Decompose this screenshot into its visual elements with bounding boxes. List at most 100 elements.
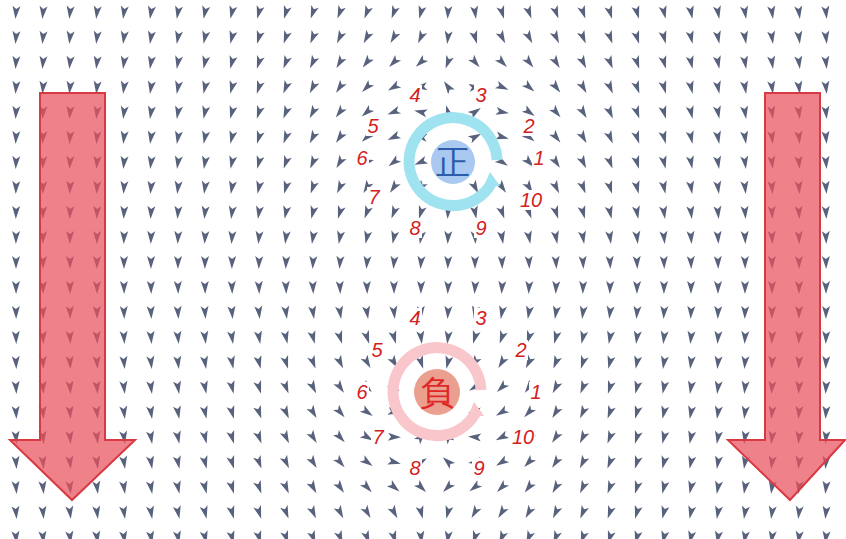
field-arrow — [552, 281, 561, 294]
field-arrow — [146, 405, 156, 419]
field-arrow — [200, 30, 211, 44]
field-arrow — [524, 305, 534, 319]
field-arrow — [12, 156, 21, 169]
field-arrow — [604, 405, 616, 420]
field-arrow — [334, 205, 346, 220]
field-arrow — [119, 530, 129, 539]
field-arrow — [253, 155, 264, 170]
field-arrow — [307, 480, 320, 495]
field-arrow — [227, 405, 238, 420]
field-arrow — [443, 531, 453, 539]
field-arrow — [173, 55, 183, 69]
field-arrow — [549, 380, 562, 395]
field-arrow — [333, 430, 348, 445]
field-arrow — [631, 455, 643, 470]
field-arrow — [498, 281, 507, 295]
position-number: 8 — [408, 458, 421, 478]
field-arrow — [523, 5, 535, 20]
field-arrow — [740, 356, 749, 370]
field-arrow — [713, 430, 723, 444]
field-arrow — [631, 480, 642, 495]
field-arrow — [389, 230, 400, 244]
field-arrow — [65, 531, 74, 539]
field-arrow — [119, 156, 128, 170]
field-arrow — [200, 405, 211, 419]
field-arrow — [577, 80, 590, 95]
field-arrow — [11, 56, 20, 70]
field-arrow — [201, 306, 210, 320]
field-arrow — [119, 81, 129, 95]
position-number: 7 — [371, 427, 384, 447]
field-arrow — [307, 30, 319, 45]
field-arrow — [334, 505, 347, 520]
field-arrow — [821, 31, 830, 45]
field-arrow — [741, 281, 749, 294]
field-arrow — [173, 130, 183, 144]
field-arrow — [12, 481, 21, 495]
field-arrow — [687, 231, 696, 245]
field-arrow — [12, 181, 20, 194]
field-arrow — [631, 80, 643, 95]
field-arrow — [334, 355, 347, 370]
field-arrow — [604, 455, 616, 470]
field-arrow — [740, 505, 750, 519]
field-arrow — [416, 331, 426, 345]
field-arrow — [253, 430, 265, 445]
field-arrow — [414, 30, 427, 45]
field-arrow — [253, 505, 265, 520]
field-arrow — [119, 56, 129, 70]
field-arrow — [200, 380, 210, 394]
field-arrow — [495, 505, 509, 520]
position-number: 3 — [474, 308, 487, 328]
field-arrow — [549, 130, 563, 145]
field-arrow — [388, 5, 400, 20]
field-arrow — [227, 155, 238, 169]
field-arrow — [631, 430, 642, 445]
field-arrow — [280, 30, 292, 45]
field-arrow — [307, 355, 319, 370]
field-arrow — [282, 281, 291, 294]
field-arrow — [226, 80, 237, 95]
field-arrow — [309, 256, 318, 269]
position-number: 8 — [408, 218, 421, 238]
field-arrow — [631, 405, 642, 420]
field-arrow — [413, 107, 427, 118]
field-arrow — [335, 230, 345, 244]
field-arrow — [470, 5, 480, 19]
field-arrow — [552, 256, 561, 270]
field-arrow — [822, 256, 830, 269]
field-arrow — [227, 206, 237, 220]
field-arrow — [280, 55, 292, 70]
field-arrow — [227, 330, 237, 344]
field-arrow — [578, 306, 588, 320]
field-arrow — [713, 55, 723, 69]
field-arrow — [200, 355, 210, 369]
field-arrow — [334, 330, 345, 345]
field-arrow — [523, 30, 536, 45]
field-arrow — [550, 205, 562, 220]
field-arrow — [253, 55, 265, 70]
field-arrow — [576, 455, 589, 470]
field-arrow — [551, 230, 561, 244]
field-arrow — [550, 30, 563, 45]
field-arrow — [65, 6, 74, 20]
field-arrow — [659, 205, 669, 219]
field-arrow — [147, 206, 156, 220]
field-arrow — [714, 231, 723, 245]
field-arrow — [767, 506, 777, 520]
field-arrow — [549, 455, 563, 470]
field-arrow — [686, 5, 697, 19]
field-arrow — [550, 330, 561, 345]
field-arrow — [306, 80, 319, 95]
field-arrow — [146, 55, 156, 69]
field-arrow — [227, 505, 238, 520]
field-arrow — [253, 530, 264, 539]
field-arrow — [686, 356, 696, 370]
field-arrow — [686, 55, 697, 69]
field-arrow — [12, 381, 21, 394]
field-arrow — [11, 531, 20, 539]
field-arrow — [226, 455, 237, 470]
field-arrow — [255, 256, 263, 269]
field-arrow — [821, 81, 830, 95]
field-arrow — [388, 530, 399, 539]
